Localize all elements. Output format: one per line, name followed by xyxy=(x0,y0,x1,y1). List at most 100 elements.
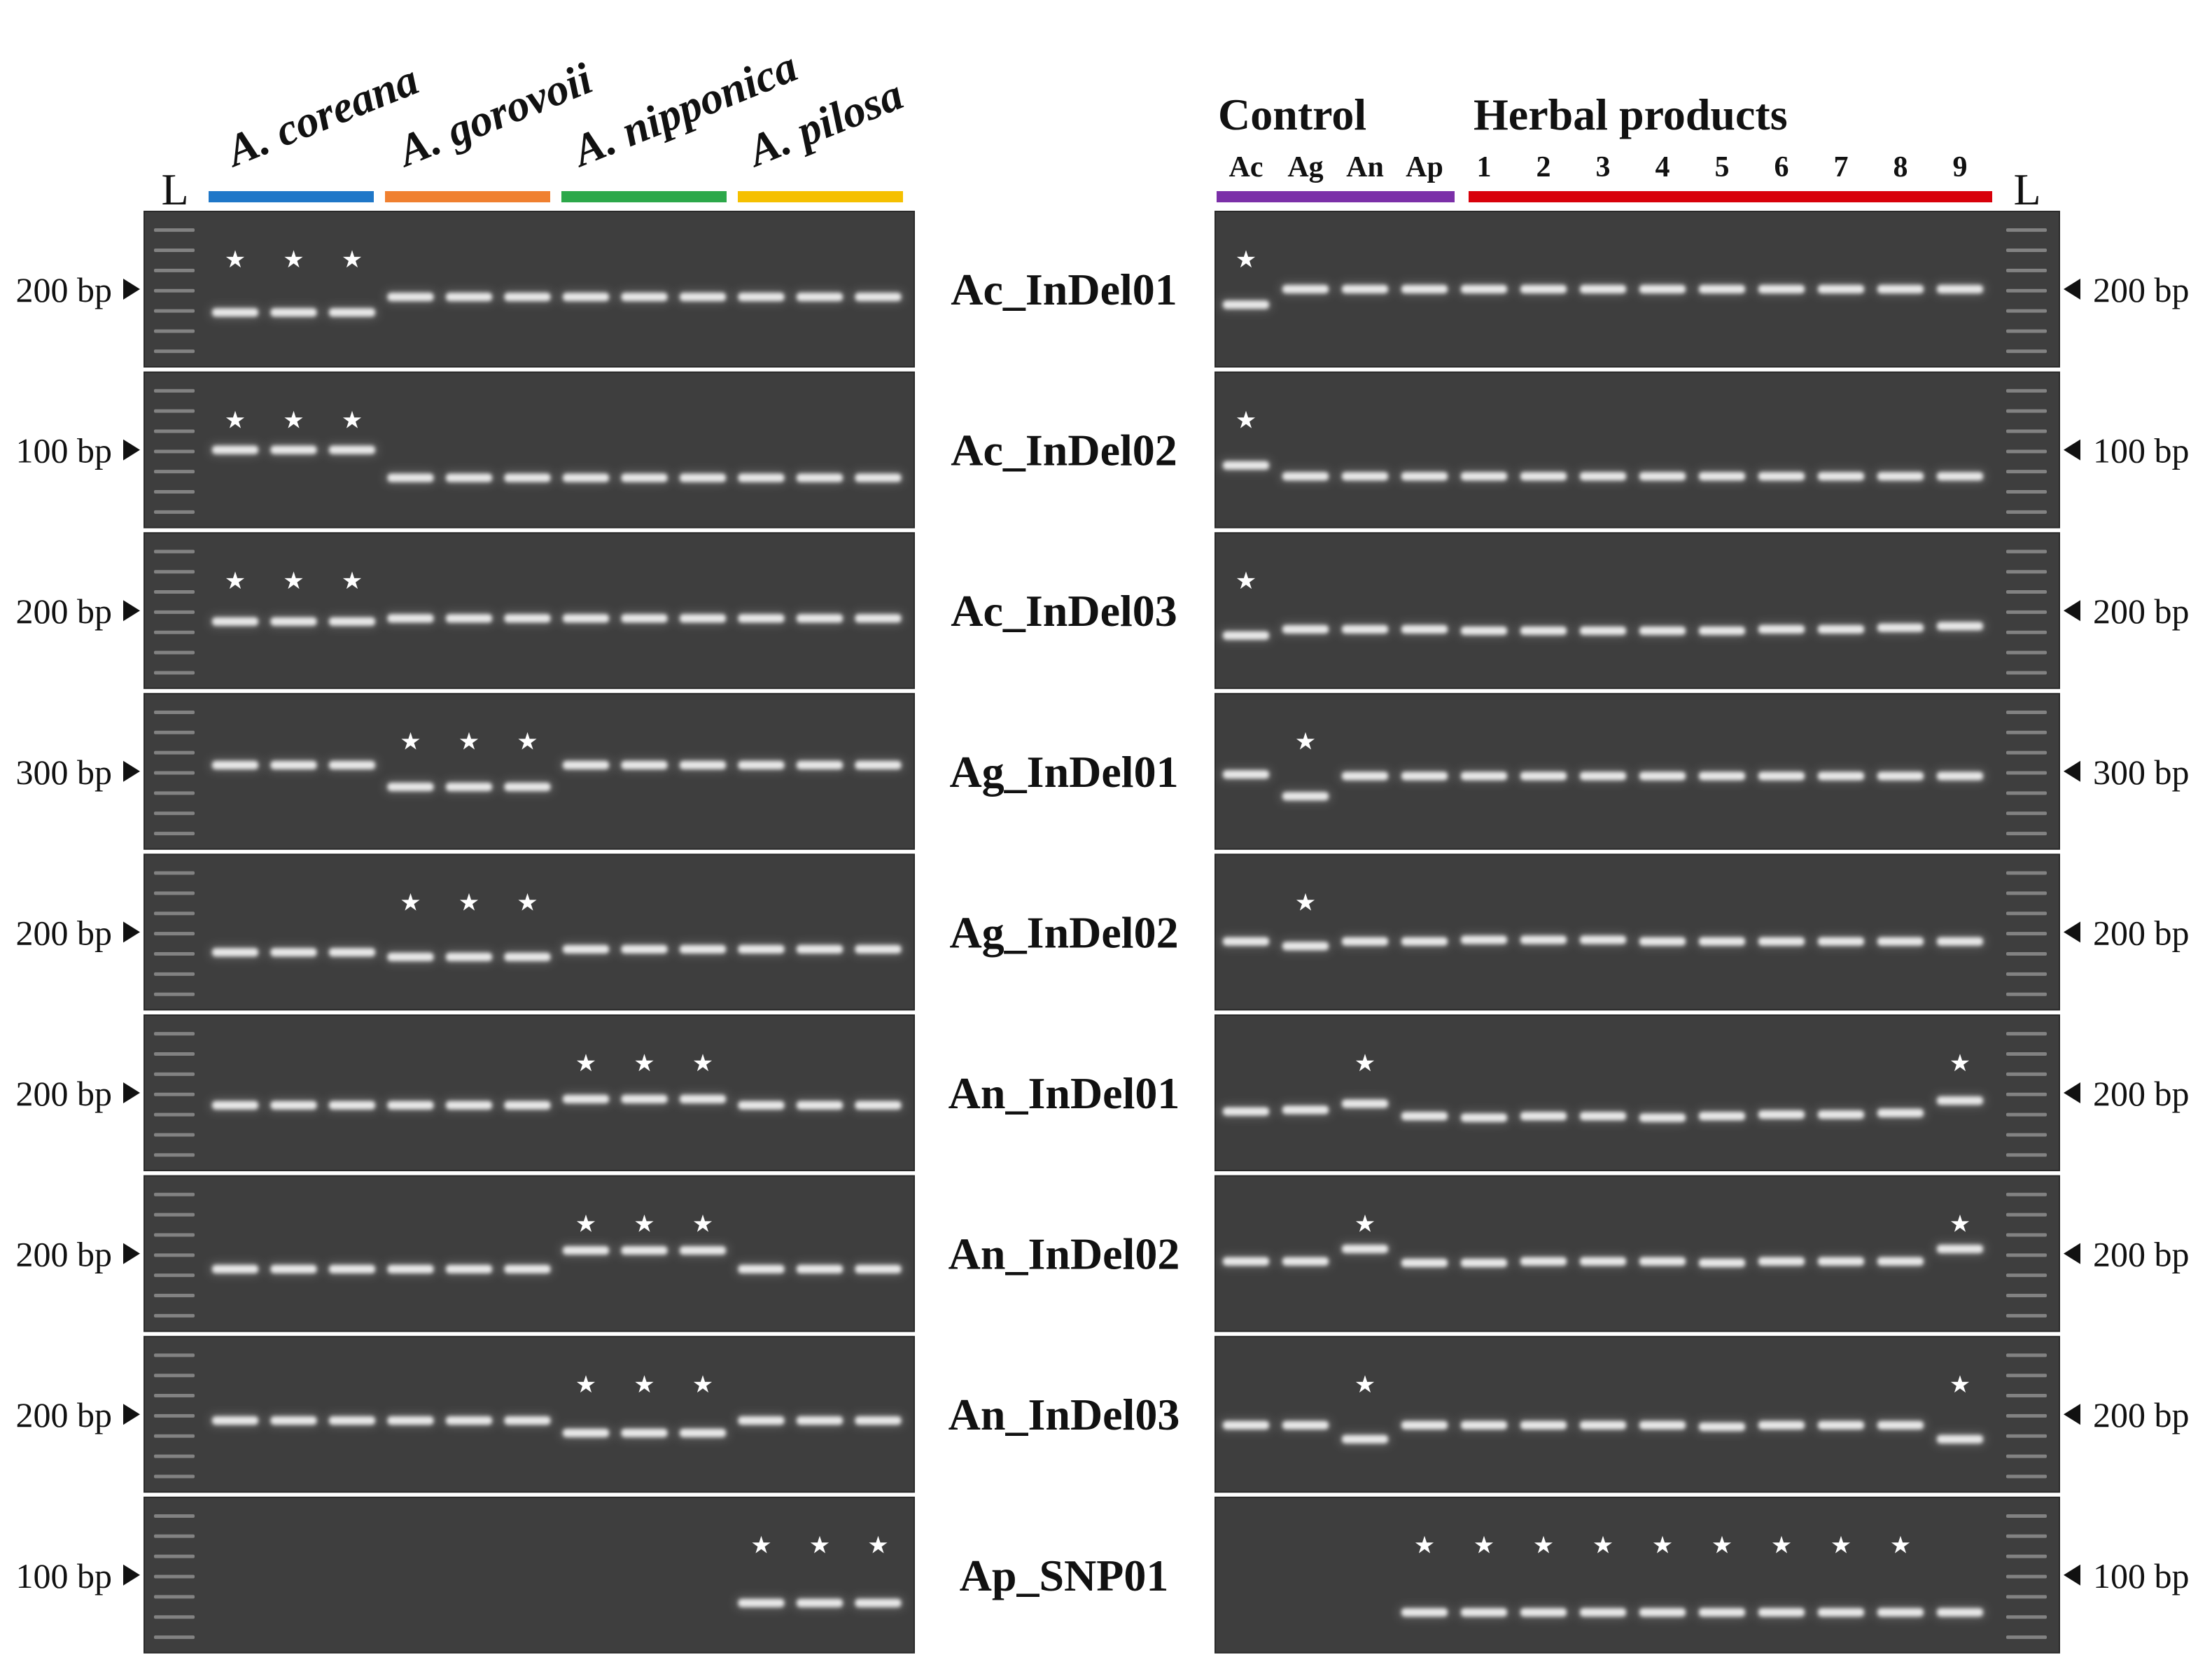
gel-band xyxy=(680,1094,726,1103)
gel-band xyxy=(621,473,668,482)
gel-band xyxy=(855,1264,902,1273)
gel-band xyxy=(1401,1112,1448,1121)
gel-band xyxy=(621,293,668,302)
ladder-band xyxy=(2006,992,2047,996)
star-icon: ★ xyxy=(575,1372,596,1398)
ladder-band xyxy=(154,470,195,474)
ladder-band xyxy=(2006,550,2047,554)
star-icon: ★ xyxy=(1771,1533,1792,1559)
ladder-band xyxy=(2006,1072,2047,1076)
gel-band xyxy=(855,1101,902,1110)
ladder-band xyxy=(154,1233,195,1237)
gel-band xyxy=(1699,1112,1745,1121)
gel-band xyxy=(446,1101,492,1110)
gel-band xyxy=(504,952,551,961)
ladder-band xyxy=(2006,1413,2047,1418)
star-icon: ★ xyxy=(1830,1533,1851,1559)
ladder-band xyxy=(154,791,195,795)
ladder-band xyxy=(2006,791,2047,795)
ladder-band xyxy=(154,550,195,554)
ladder-band xyxy=(2006,389,2047,393)
gel-band xyxy=(270,948,317,957)
triangle-arrow-icon xyxy=(2064,1404,2080,1425)
lane-label: 3 xyxy=(1596,151,1611,183)
star-icon: ★ xyxy=(1533,1533,1554,1559)
ladder-band xyxy=(154,630,195,634)
ladder-band xyxy=(2006,1394,2047,1398)
ladder-band xyxy=(154,1273,195,1278)
ladder-band xyxy=(2006,1112,2047,1117)
ladder-band xyxy=(154,288,195,293)
gel-band xyxy=(1223,461,1269,470)
gel-band xyxy=(329,1264,375,1273)
gel-band xyxy=(563,1094,609,1103)
gel-band xyxy=(270,308,317,317)
right-gel-border xyxy=(1214,1496,2060,1654)
gel-band xyxy=(270,760,317,769)
marker-name: Ac_InDel03 xyxy=(951,586,1177,636)
star-icon: ★ xyxy=(283,247,304,273)
gel-band xyxy=(1461,472,1507,481)
ladder-band xyxy=(2006,1374,2047,1378)
gel-band xyxy=(797,944,843,954)
ladder-band xyxy=(154,1153,195,1157)
left-header: L A. coreana A. gorovoii A. nipponica A.… xyxy=(161,41,909,214)
gel-band xyxy=(1401,624,1448,634)
ladder-band xyxy=(154,1253,195,1257)
control-header: Control xyxy=(1218,90,1366,139)
gel-band xyxy=(387,1264,434,1273)
gel-band xyxy=(1758,937,1805,946)
star-icon: ★ xyxy=(458,890,479,916)
ladder-band xyxy=(154,1052,195,1056)
ladder-band xyxy=(2006,1353,2047,1357)
gel-band xyxy=(680,760,726,769)
gel-band xyxy=(329,617,375,626)
marker-name: Ag_InDel01 xyxy=(949,747,1178,797)
gel-band xyxy=(1401,1420,1448,1430)
gel-band xyxy=(270,617,317,626)
gel-band xyxy=(329,1101,375,1110)
ladder-band xyxy=(154,1133,195,1137)
triangle-arrow-icon xyxy=(2064,1564,2080,1586)
triangle-arrow-icon xyxy=(2064,600,2080,622)
gel-band xyxy=(1342,771,1388,781)
gel-band xyxy=(1520,285,1567,293)
star-icon: ★ xyxy=(809,1533,830,1559)
ladder-band xyxy=(154,1374,195,1378)
gel-band xyxy=(563,614,609,623)
gel-band xyxy=(1342,1099,1388,1108)
gel-band xyxy=(1758,472,1805,481)
species-label-coreana: A. coreana xyxy=(217,54,425,176)
star-icon: ★ xyxy=(1949,1051,1970,1077)
ladder-band xyxy=(2006,1233,2047,1237)
gel-band xyxy=(1699,1608,1745,1617)
star-icon: ★ xyxy=(225,568,246,594)
triangle-arrow-icon xyxy=(123,1082,140,1103)
gel-band xyxy=(387,614,434,623)
gel-band xyxy=(1758,1257,1805,1266)
gel-band xyxy=(1342,1434,1388,1444)
lane-label: 5 xyxy=(1715,151,1730,183)
gel-band xyxy=(1282,472,1329,481)
ladder-band xyxy=(2006,630,2047,634)
gel-band xyxy=(1401,771,1448,781)
gel-band xyxy=(855,1598,902,1607)
species-label-gorovoii: A. gorovoii xyxy=(388,53,599,177)
gel-band xyxy=(1580,1257,1626,1266)
star-icon: ★ xyxy=(1474,1533,1494,1559)
star-icon: ★ xyxy=(1295,890,1316,916)
marker-name: An_InDel02 xyxy=(948,1229,1180,1279)
ladder-band xyxy=(2006,449,2047,454)
triangle-arrow-icon xyxy=(123,1564,140,1586)
ladder-band xyxy=(2006,832,2047,836)
gel-band xyxy=(446,1264,492,1273)
size-label-right: 100 bp xyxy=(2093,431,2190,470)
gel-band xyxy=(387,783,434,791)
ladder-band xyxy=(154,610,195,614)
gel-band xyxy=(1639,285,1686,293)
gel-band xyxy=(680,473,726,482)
gel-band xyxy=(1699,627,1745,636)
gel-band xyxy=(1639,1113,1686,1122)
gel-band xyxy=(1223,770,1269,779)
species-bar-nipponica xyxy=(561,191,727,202)
